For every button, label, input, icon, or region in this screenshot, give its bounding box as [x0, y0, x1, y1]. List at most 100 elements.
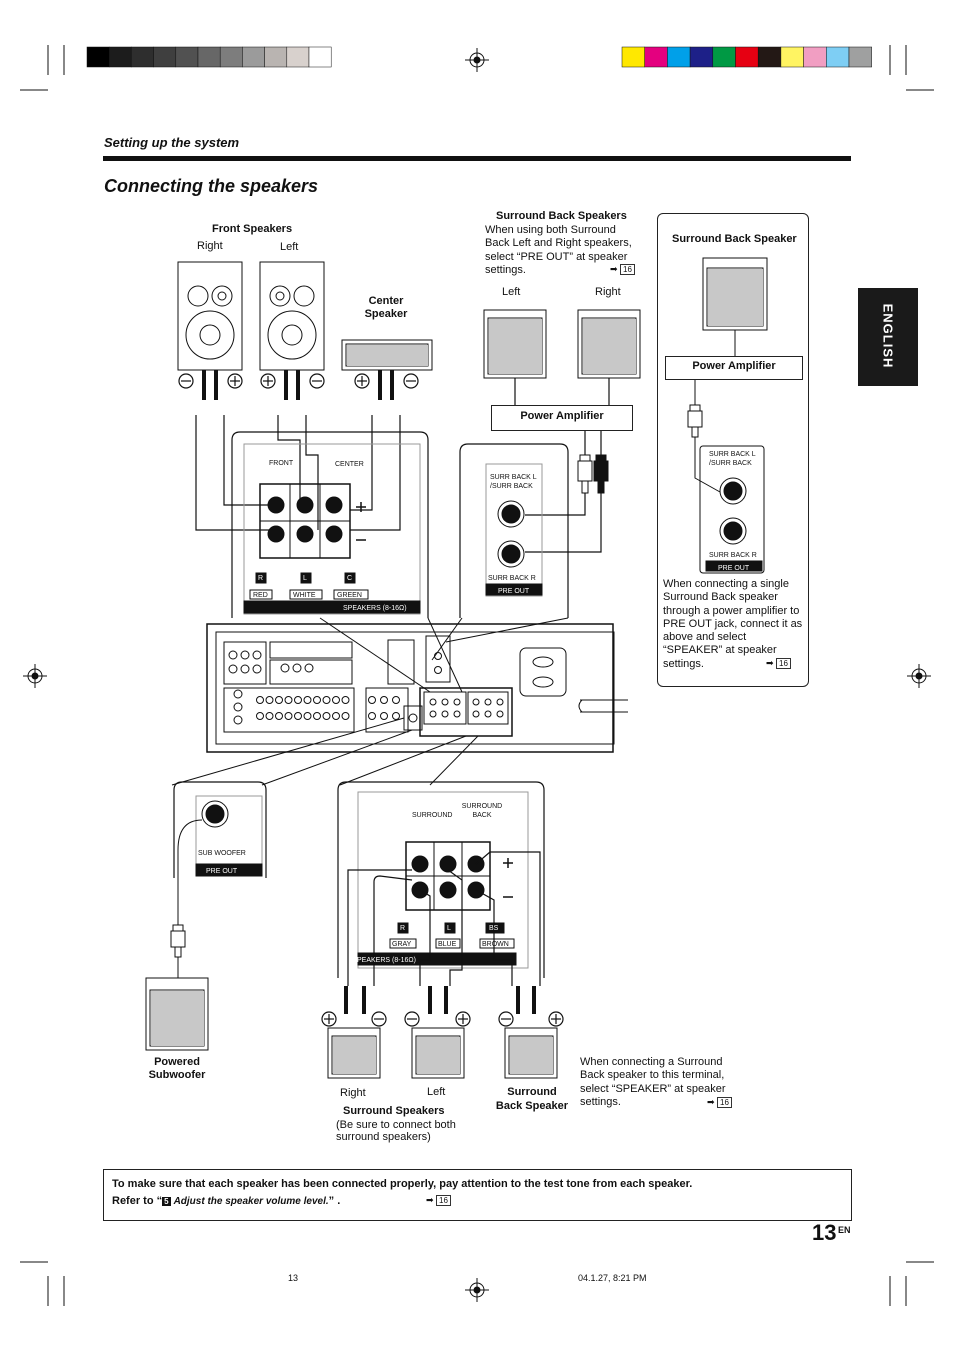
front-speaker-right — [177, 261, 243, 371]
surround-back-ref-number: 16 — [717, 1097, 732, 1108]
center-speaker-title: Center Speaker — [364, 295, 408, 320]
surround-back-page-ref: ➡ 16 — [707, 1097, 732, 1108]
speakers-impedance-label: SPEAKERS (8-16Ω) — [343, 605, 407, 612]
rear-jack — [240, 650, 250, 660]
rear-jack — [332, 696, 340, 704]
rear-panel-jacks — [228, 650, 504, 725]
sb-single-frame — [657, 213, 809, 687]
sb-single-ref-number: 16 — [776, 658, 791, 669]
center-terminal-label: CENTER — [335, 461, 364, 468]
subwoofer-preout-panel — [173, 781, 267, 925]
sb-single-jack-l2-text: /SURR BACK — [709, 460, 752, 467]
powered-subwoofer-label: Powered Subwoofer — [148, 1056, 206, 1081]
rear-jack — [472, 710, 480, 718]
note-refer-suffix: ” . — [328, 1195, 341, 1207]
sb-single-page-ref: ➡ 16 — [766, 658, 791, 669]
rca-plugs-pair — [577, 454, 609, 494]
polarity-symbols-front — [178, 373, 419, 389]
surround-left-label: Left — [427, 1086, 446, 1098]
sb-pair-ref-number: 16 — [620, 264, 635, 275]
rear-jack — [484, 698, 492, 706]
rear-jack — [256, 712, 264, 720]
surr-speakers-impedance-label: PEAKERS (8-16Ω) — [357, 957, 416, 964]
sb-pair-jack-l-label: SURR BACK L/SURR BACK — [490, 473, 537, 491]
rear-jack — [252, 664, 262, 674]
rear-jack — [265, 712, 274, 720]
sb-single-preout-label: PRE OUT — [718, 565, 750, 572]
note-refer-prefix: Refer to “ — [112, 1195, 163, 1207]
surr-r-badge: R — [400, 925, 406, 932]
rear-jack — [256, 696, 264, 704]
rear-jack — [429, 710, 437, 718]
note-refer-text: Adjust the speaker volume level. — [173, 1196, 329, 1207]
rear-jack — [228, 664, 238, 674]
rear-jack — [322, 712, 331, 720]
sb-pair-title: Surround Back Speakers — [496, 210, 627, 222]
surr-l-badge: L — [447, 925, 451, 932]
subwoofer-jack-label: SUB WOOFER — [198, 850, 246, 857]
section-heading: Setting up the system — [104, 135, 240, 150]
sb-pair-power-amplifier: Power Amplifier — [491, 405, 633, 431]
blue-label: BLUE — [438, 941, 457, 948]
rear-jack — [294, 696, 302, 704]
language-tab: ENGLISH — [858, 288, 918, 386]
sb-single-jack-l-label: SURR BACK L/SURR BACK — [709, 450, 756, 468]
rear-jack — [341, 712, 350, 720]
zoom-lines — [171, 617, 569, 786]
front-terminal-panel — [231, 431, 429, 618]
rear-jack — [380, 712, 388, 720]
color-swatch — [848, 46, 872, 68]
rear-jack — [332, 712, 340, 720]
rear-jack — [341, 696, 350, 704]
rear-jack — [303, 696, 312, 704]
rear-jack — [380, 696, 388, 704]
page-number: 13 — [812, 1220, 837, 1245]
rear-jack — [284, 712, 293, 720]
rear-jack — [322, 696, 331, 704]
rear-jack — [408, 713, 418, 723]
rear-jack — [496, 698, 504, 706]
sb-left-speaker-grille — [489, 319, 542, 374]
c-badge: C — [347, 575, 353, 582]
sb-pair-jack-r-label: SURR BACK R — [488, 575, 536, 582]
sb-pair-preout-panel — [459, 443, 569, 618]
surround-cables — [344, 986, 536, 1014]
front-wires — [195, 415, 401, 531]
rear-jack — [280, 663, 290, 673]
rear-jack — [233, 702, 243, 712]
surround-speakers-note: (Be sure to connect both surround speake… — [336, 1119, 456, 1143]
note-page-ref: ➡ 16 — [426, 1195, 451, 1206]
sb-single-description: When connecting a single Surround Back s… — [663, 578, 803, 670]
color-bars — [621, 46, 872, 68]
rear-jack — [265, 696, 274, 704]
rear-jack — [233, 715, 243, 725]
polarity-symbols-surround — [321, 1011, 564, 1027]
rear-jack — [496, 710, 504, 718]
registration-target-bottom — [465, 1278, 489, 1302]
sb-pair-page-ref: ➡ 16 — [610, 264, 635, 275]
surround-back-speaker-title: Surround Back Speaker — [495, 1086, 569, 1112]
red-label: RED — [253, 592, 268, 599]
sb-pair-lines — [514, 378, 610, 455]
gray-label: GRAY — [392, 941, 412, 948]
surround-right-grille — [333, 1037, 376, 1074]
sb-single-speaker-grille — [708, 269, 763, 326]
rear-jack — [453, 698, 461, 706]
rear-jack — [441, 710, 449, 718]
registration-target-top — [465, 48, 489, 72]
rear-jack — [313, 696, 321, 704]
subwoofer-preout-label: PRE OUT — [206, 868, 238, 875]
rear-jack — [392, 696, 400, 704]
rear-jack — [304, 663, 314, 673]
front-right-label: Right — [197, 240, 223, 252]
subwoofer-plug — [170, 924, 186, 978]
footer-page: 13 — [288, 1273, 299, 1283]
rear-jack — [429, 698, 437, 706]
front-speakers-title: Front Speakers — [212, 223, 293, 235]
gray-swatch — [308, 46, 332, 68]
surround-left-grille — [417, 1037, 460, 1074]
rear-jack — [313, 712, 321, 720]
rear-jack — [252, 650, 262, 660]
